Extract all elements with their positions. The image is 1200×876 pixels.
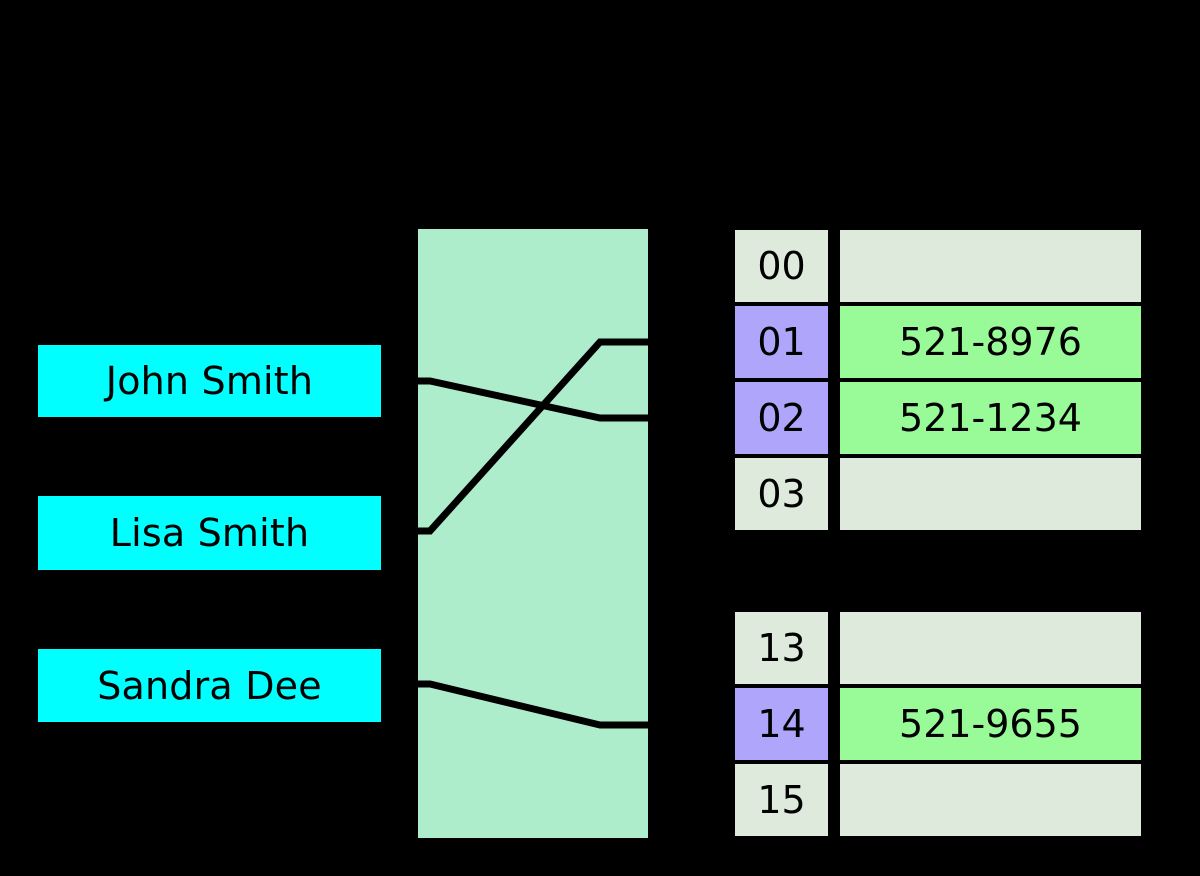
bucket-value: 521-8976 <box>840 306 1141 378</box>
bucket-index: 00 <box>735 230 828 302</box>
bucket-row[interactable]: 15 <box>735 764 1141 836</box>
key-label: Sandra Dee <box>97 663 322 708</box>
bucket-index: 13 <box>735 612 828 684</box>
bucket-table-top: 00 01 521-8976 02 521-1234 03 <box>735 230 1141 530</box>
bucket-row[interactable]: 02 521-1234 <box>735 382 1141 454</box>
bucket-row[interactable]: 00 <box>735 230 1141 302</box>
bucket-index: 03 <box>735 458 828 530</box>
bucket-table-bottom: 13 14 521-9655 15 <box>735 612 1141 836</box>
key-box-sandra-dee[interactable]: Sandra Dee <box>38 649 381 722</box>
bucket-value: 521-1234 <box>840 382 1141 454</box>
bucket-row[interactable]: 13 <box>735 612 1141 684</box>
bucket-value: 521-9655 <box>840 688 1141 760</box>
bucket-row[interactable]: 14 521-9655 <box>735 688 1141 760</box>
bucket-index: 02 <box>735 382 828 454</box>
bucket-index: 14 <box>735 688 828 760</box>
bucket-value <box>840 458 1141 530</box>
key-box-lisa-smith[interactable]: Lisa Smith <box>38 496 381 570</box>
bucket-value <box>840 612 1141 684</box>
bucket-row[interactable]: 03 <box>735 458 1141 530</box>
key-box-john-smith[interactable]: John Smith <box>38 345 381 417</box>
bucket-index: 15 <box>735 764 828 836</box>
hash-function-label <box>418 229 648 838</box>
bucket-value <box>840 230 1141 302</box>
bucket-index: 01 <box>735 306 828 378</box>
hash-function-box <box>418 229 648 838</box>
bucket-row[interactable]: 01 521-8976 <box>735 306 1141 378</box>
key-label: Lisa Smith <box>109 511 310 555</box>
key-label: John Smith <box>105 359 314 403</box>
bucket-value <box>840 764 1141 836</box>
